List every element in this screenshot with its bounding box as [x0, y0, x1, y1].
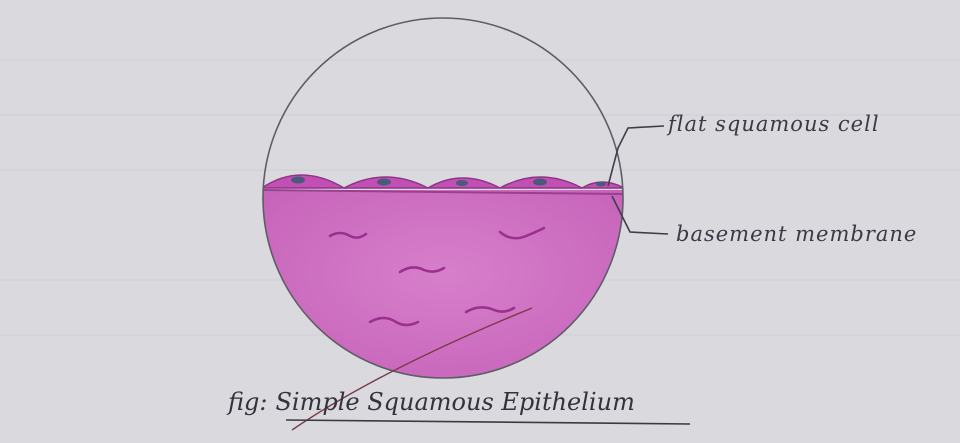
- connective-fiber-icon: [464, 306, 516, 314]
- microscope-field-outline: [262, 17, 624, 379]
- connective-fiber-icon: [398, 266, 446, 274]
- basement-membrane-line: [263, 189, 623, 195]
- cell-layer: [263, 174, 623, 189]
- pointer-flat-cell: [607, 125, 665, 187]
- connective-fiber-icon: [328, 231, 368, 239]
- nucleus-icon: [533, 178, 547, 186]
- fibers: [328, 226, 546, 327]
- connective-tissue: [263, 190, 623, 378]
- nucleus-icon: [456, 180, 468, 186]
- caption-prefix: fig:: [228, 388, 268, 416]
- nucleus-icon: [291, 176, 305, 184]
- connective-fiber-icon: [498, 226, 546, 240]
- label-basement-membrane: basement membrane: [676, 222, 918, 246]
- connective-fiber-icon: [368, 316, 420, 327]
- pen-stroke: [291, 307, 533, 431]
- caption-underline: [285, 419, 691, 425]
- label-flat-squamous-cell: flat squamous cell: [668, 112, 880, 136]
- pointer-basement: [611, 195, 669, 235]
- caption-title: Simple Squamous Epithelium: [275, 388, 635, 416]
- nucleus-icon: [596, 181, 606, 187]
- nucleus-icon: [377, 178, 391, 186]
- figure-caption: fig:Simple Squamous Epithelium: [228, 388, 635, 416]
